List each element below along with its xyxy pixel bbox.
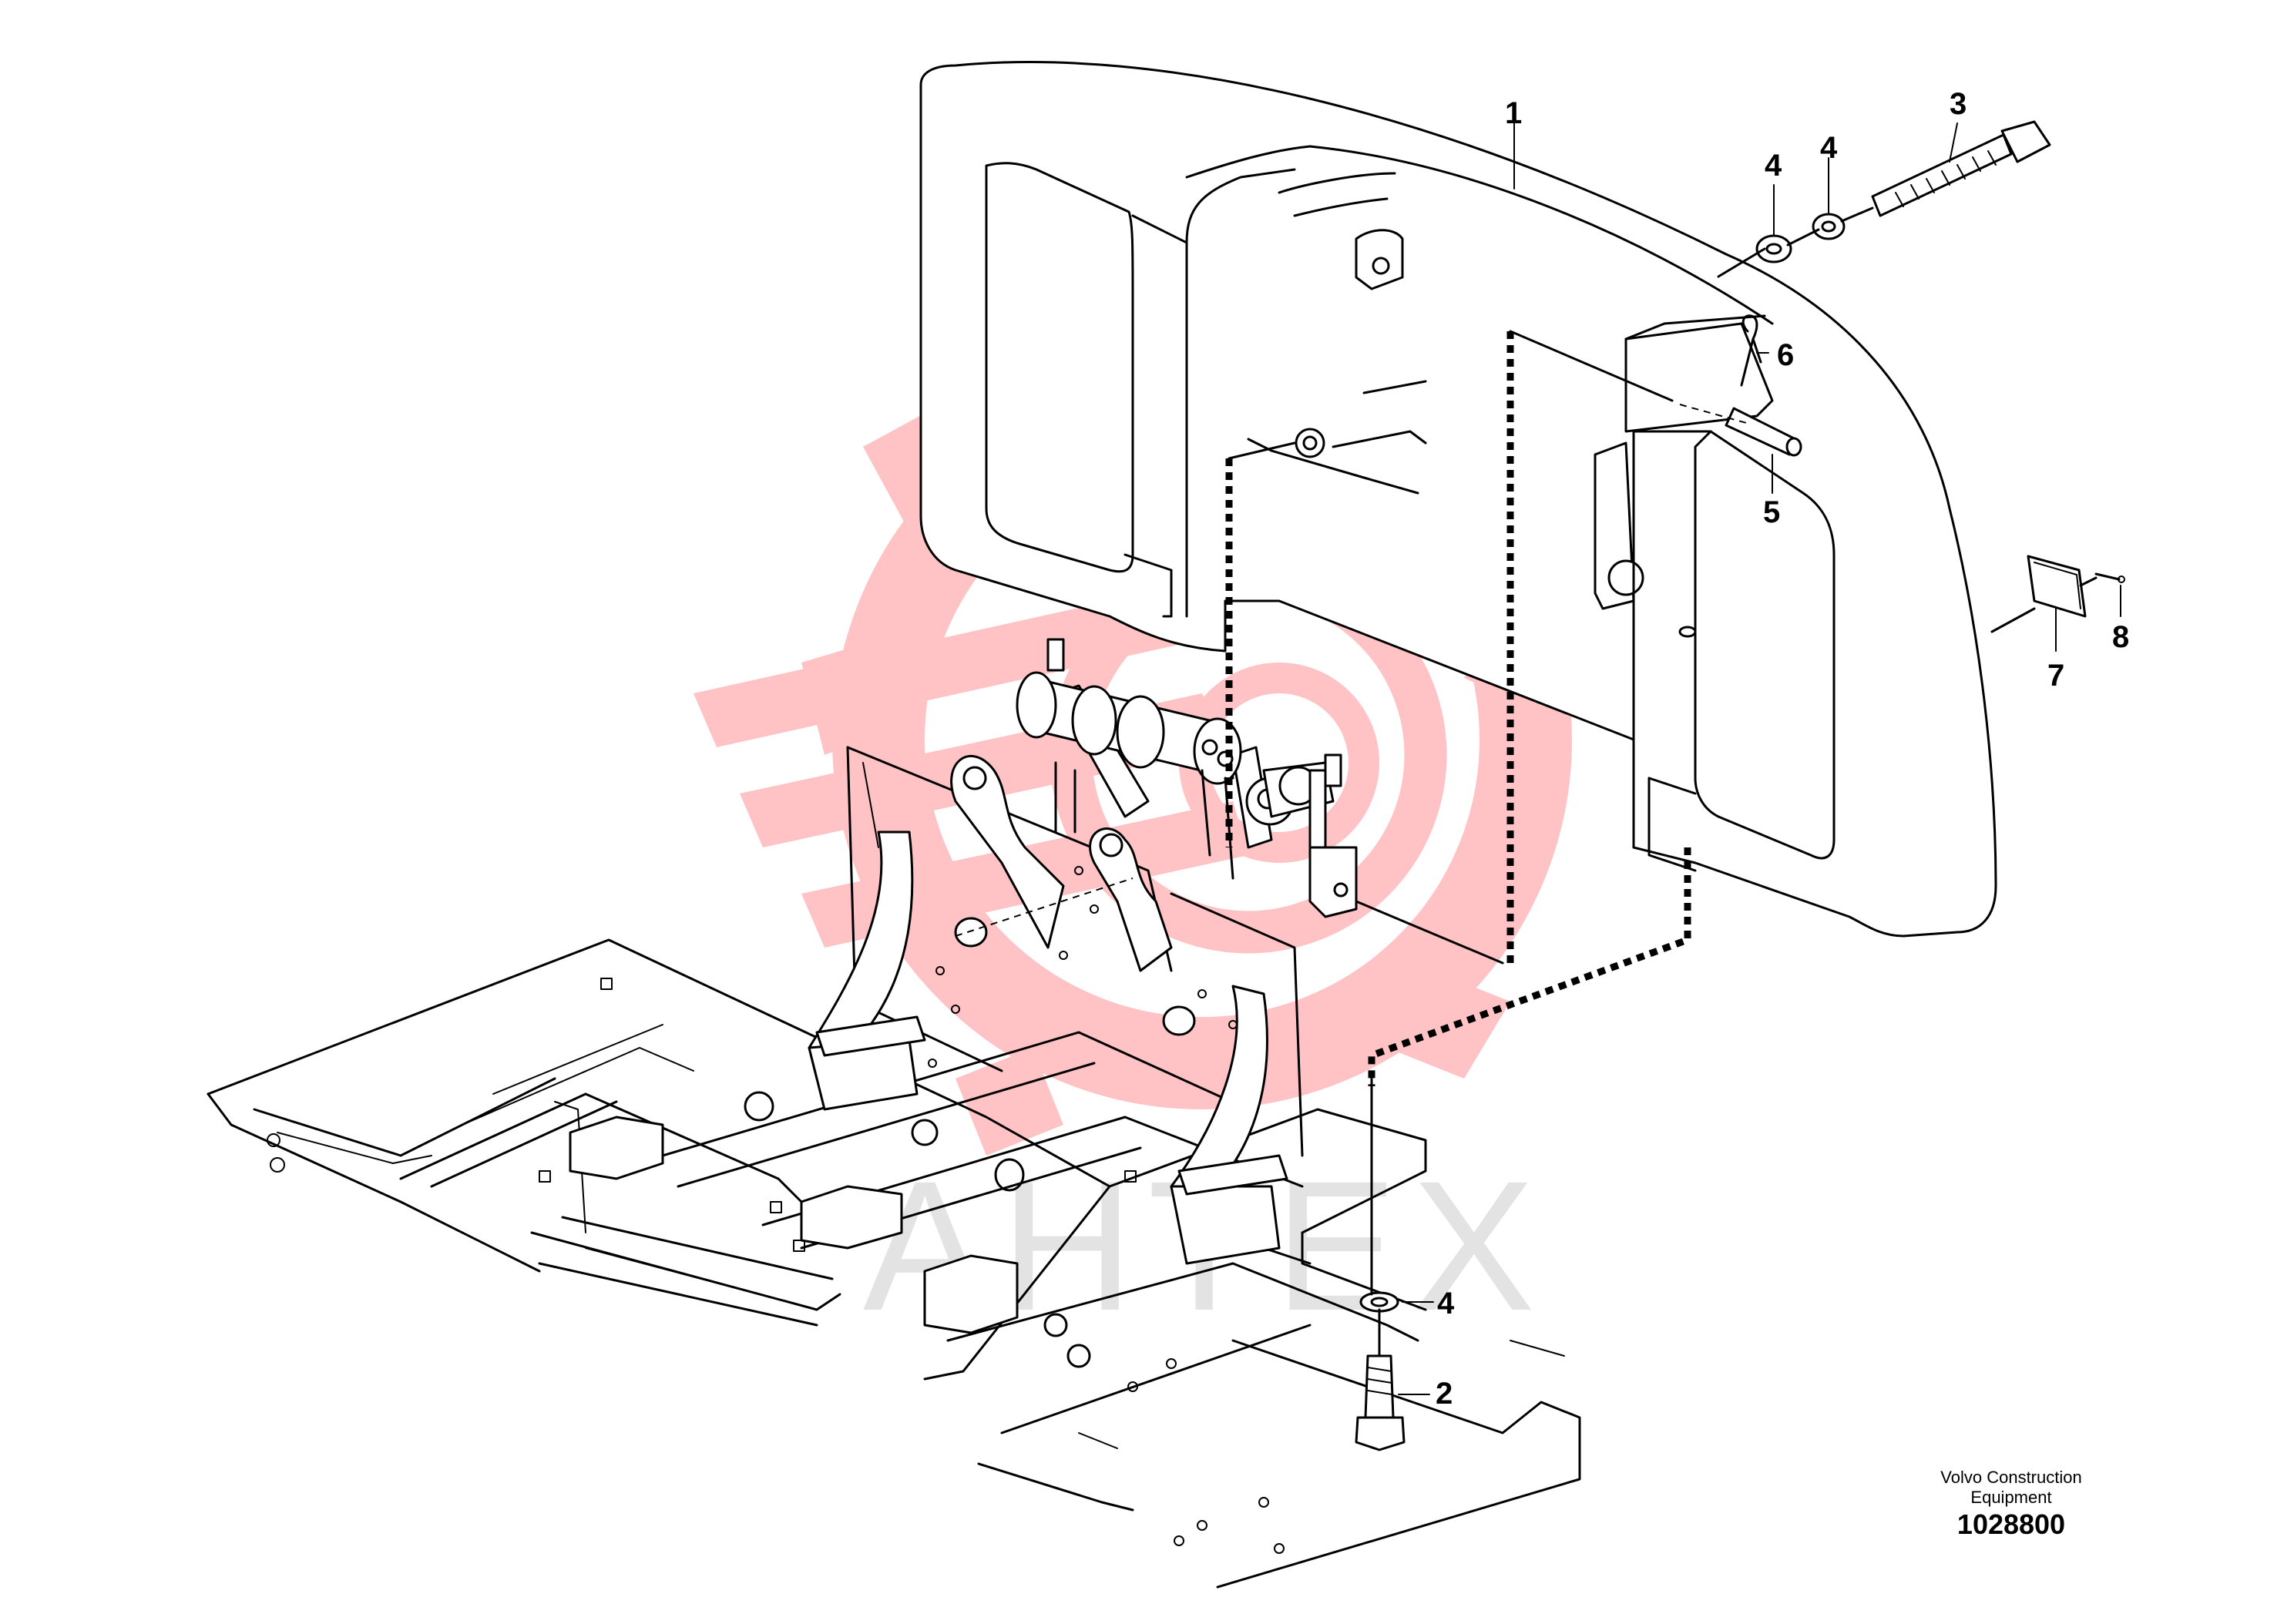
washer-part-4-upper-a: [1755, 234, 1792, 263]
bolt-part-3: [1871, 120, 2051, 217]
drawing-number: 1028800: [1956, 1508, 2066, 1540]
callout-5: 5: [1763, 495, 1780, 529]
plate-part-7: [2027, 555, 2087, 618]
callout-3: 3: [1950, 87, 1967, 121]
callout-6: 6: [1777, 338, 1794, 372]
bolt-part-2: [1355, 1354, 1406, 1451]
pin-part-5: [1725, 407, 1802, 457]
callout-2: 2: [1436, 1377, 1453, 1411]
washer-part-4-upper-b: [1812, 213, 1846, 240]
assembly-guide-lines: [955, 206, 2098, 1357]
callout-7: 7: [2047, 659, 2064, 693]
callout-4-upper-a: 4: [1765, 149, 1782, 183]
washer-part-4-lower: [1359, 1291, 1399, 1313]
manufacturer-label: Volvo Construction Equipment: [1940, 1468, 2082, 1507]
callout-1: 1: [1505, 96, 1522, 130]
callout-8: 8: [2112, 620, 2129, 654]
callout-4-upper-b: 4: [1820, 131, 1838, 165]
lifting-mechanism: [950, 638, 1358, 1036]
callout-leaders: [1398, 122, 2121, 1395]
screw-part-8: [2094, 572, 2125, 583]
callout-4-lower: 4: [1437, 1287, 1455, 1320]
base-frame: [207, 746, 1581, 1589]
clip-part-6: [1740, 314, 1762, 387]
counterweight: [919, 61, 1997, 938]
